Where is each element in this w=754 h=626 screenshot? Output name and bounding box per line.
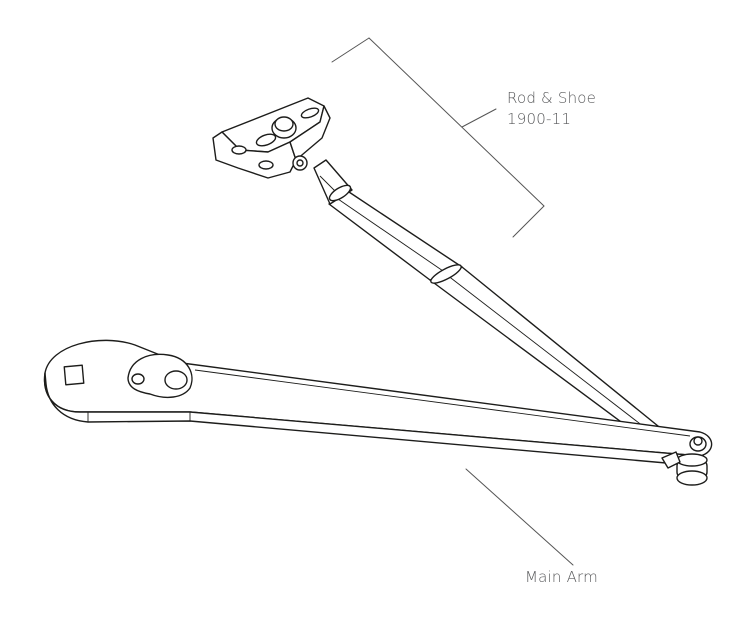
main-arm — [43, 339, 713, 467]
arm-elbow-joint — [661, 436, 708, 486]
rod-forearm — [313, 159, 691, 463]
rod-shoe-name: Rod & Shoe — [507, 89, 597, 107]
main-arm-label: Main Arm — [525, 567, 598, 588]
rod-shoe-callout-bracket — [331, 37, 545, 238]
rod-shoe-label: Rod & Shoe 1900-11 — [507, 88, 596, 130]
main-arm-callout-leader — [465, 468, 574, 566]
rod-shoe — [212, 97, 331, 179]
rod-shoe-part-number: 1900-11 — [507, 110, 572, 128]
main-arm-name: Main Arm — [525, 568, 598, 586]
